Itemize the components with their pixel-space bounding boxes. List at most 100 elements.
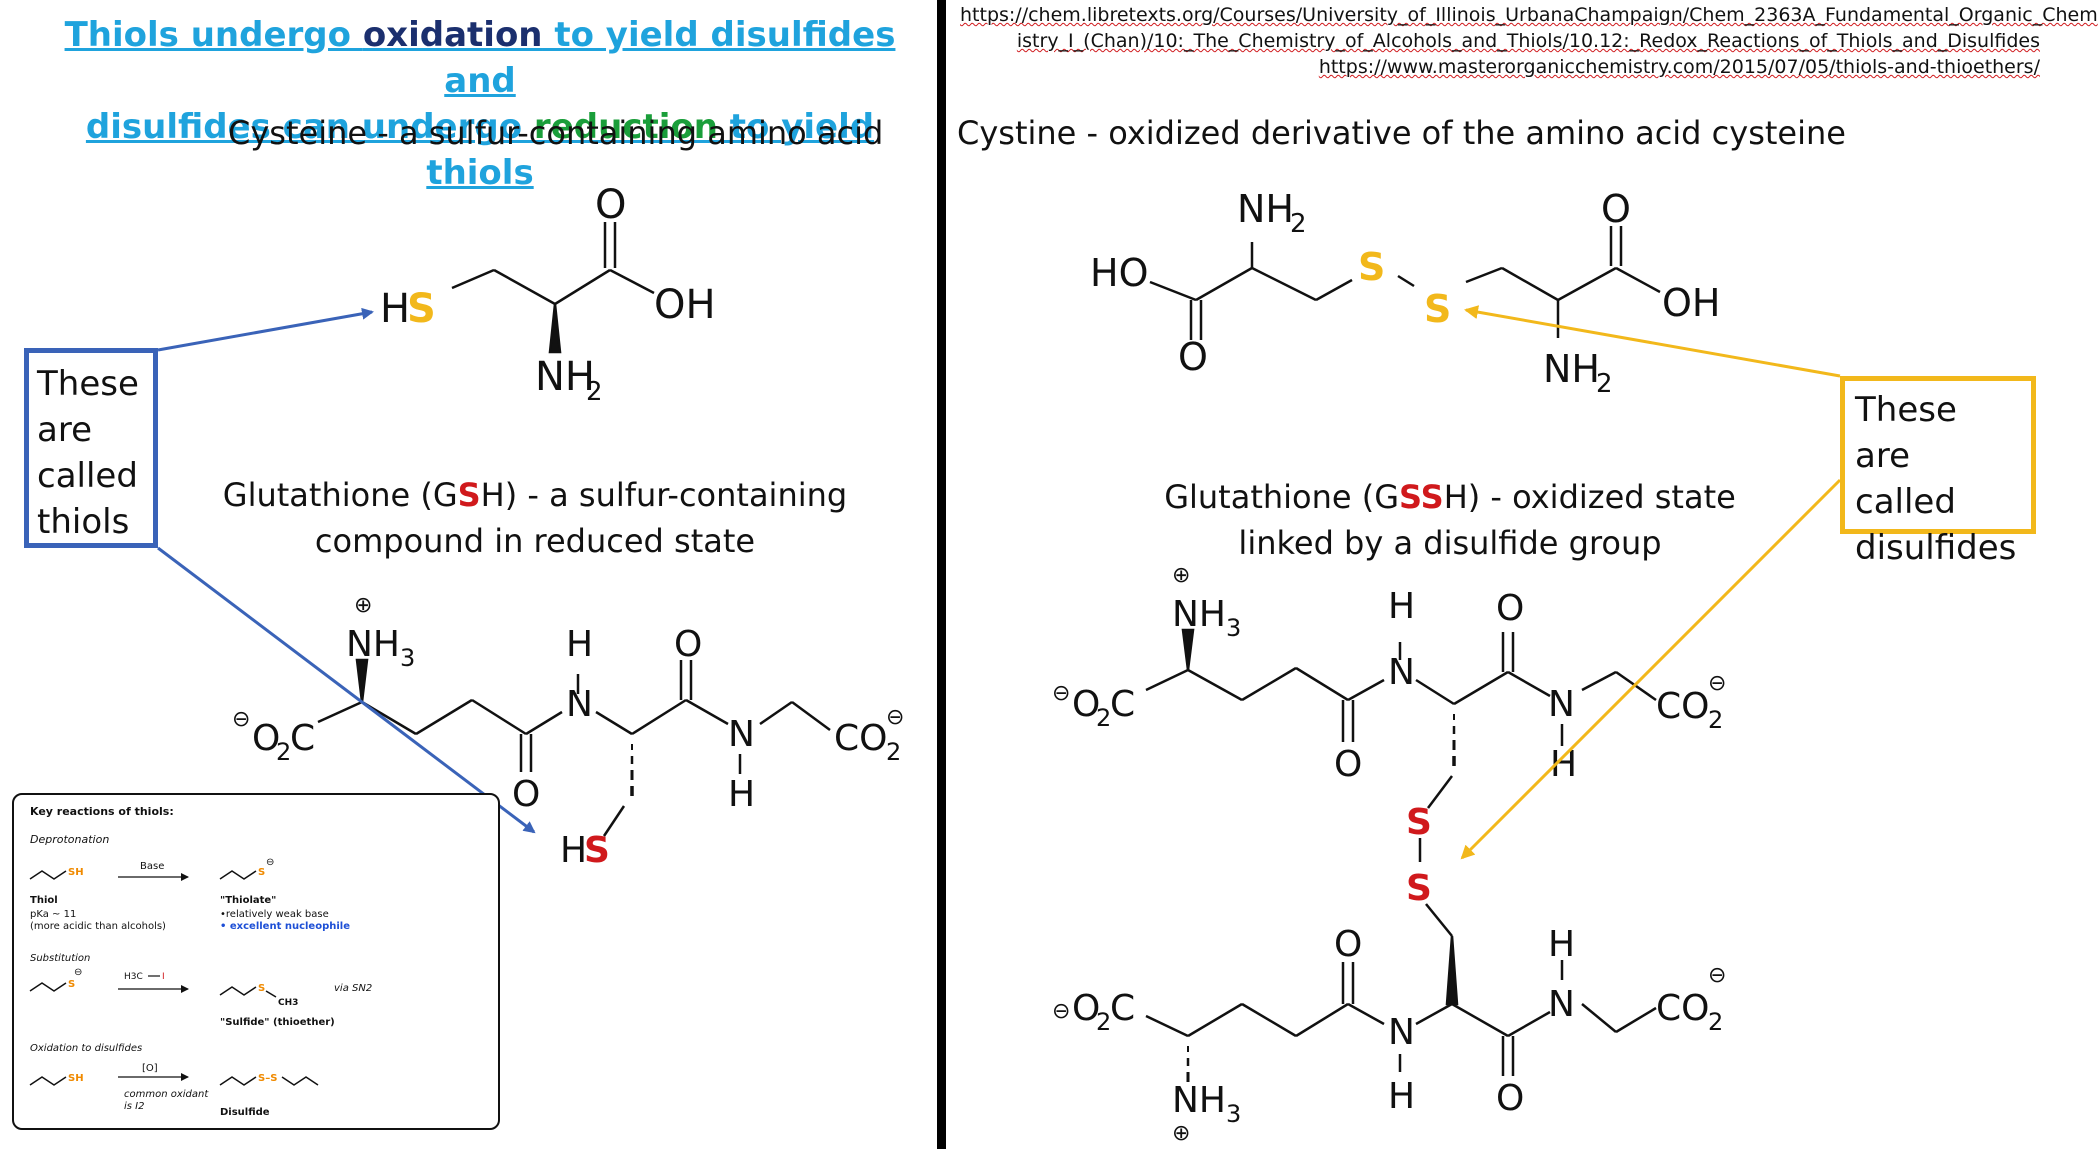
svg-text:S: S [1358,245,1385,289]
glutathione-reduced-structure [317,658,831,837]
svg-text:2: 2 [1096,1008,1111,1036]
panel-divider [937,0,946,1149]
svg-text:N: N [1388,652,1415,693]
svg-text:NH: NH [1237,187,1294,231]
svg-text:⊕: ⊕ [1172,563,1190,588]
svg-text:N: N [728,714,755,755]
svg-text:S–S: S–S [258,1073,277,1084]
svg-text:OH: OH [654,282,716,328]
svg-text:common oxidant: common oxidant [124,1089,209,1100]
svg-text:CO: CO [1656,686,1709,727]
svg-text:via SN2: via SN2 [334,983,372,994]
svg-text:O: O [1496,1078,1524,1119]
svg-text:Key reactions of thiols:: Key reactions of thiols: [30,805,174,818]
svg-text:CO: CO [834,718,887,759]
svg-text:N: N [566,684,593,725]
cysteine-heading: Cysteine - a sulfur-containing amino aci… [228,114,884,152]
svg-text:2: 2 [1290,209,1307,239]
svg-text:pKa ~ 11: pKa ~ 11 [30,909,76,920]
svg-text:H: H [1388,1076,1415,1117]
svg-text:O: O [1178,335,1208,379]
glutathione-reduced-labels: ⊕ NH 3 ⊖ O 2 C O H N O N H CO 2 ⊖ H S [232,593,904,871]
svg-text:H3C: H3C [124,972,143,982]
svg-text:CH3: CH3 [278,998,298,1008]
svg-text:S: S [584,830,610,871]
svg-text:O: O [1496,588,1524,629]
svg-text:SH: SH [68,867,84,878]
svg-text:3: 3 [400,644,415,672]
thiols-label-box: These are called thiols [24,348,158,548]
svg-text:HO: HO [1090,251,1148,295]
svg-text:2: 2 [586,377,603,407]
svg-text:Deprotonation: Deprotonation [30,833,109,846]
reference-link-3[interactable]: https://www.masterorganicchemistry.com/2… [1318,56,2040,78]
cysteine-structure [451,222,655,354]
svg-text:N: N [1388,1012,1415,1053]
svg-text:(more acidic than alcohols): (more acidic than alcohols) [30,921,166,932]
svg-text:O: O [252,718,280,759]
glutathione-oxidized-structure [1145,628,1657,1082]
svg-text:H: H [566,624,593,665]
svg-text:2: 2 [1708,706,1723,734]
reference-links: https://chem.libretexts.org/Courses/Univ… [960,2,2098,80]
svg-text:NH: NH [346,624,400,665]
svg-text:NH: NH [1172,594,1226,635]
svg-text:Substitution: Substitution [30,953,90,964]
svg-text:S: S [258,867,265,878]
svg-text:⊕: ⊕ [354,593,372,618]
svg-text:⊖: ⊖ [74,967,82,978]
cystine-structure [1149,226,1661,340]
svg-text:C: C [290,718,315,759]
svg-text:"Thiolate": "Thiolate" [220,895,276,906]
svg-text:2: 2 [276,738,291,766]
svg-text:is I2: is I2 [124,1101,144,1112]
svg-text:NH: NH [1543,347,1600,391]
svg-text:Thiol: Thiol [30,895,58,906]
svg-text:Disulfide: Disulfide [220,1107,270,1118]
svg-text:⊖: ⊖ [1052,999,1070,1024]
key-reactions-inset: Key reactions of thiols: Deprotonation S… [12,793,500,1130]
svg-text:H: H [560,830,587,871]
svg-text:C: C [1110,988,1135,1029]
svg-text:SH: SH [68,1073,84,1084]
glutathione-oxidized-labels: ⊕ NH 3 ⊖ O 2 C O H N O N H CO 2 ⊖ S S ⊖ … [1052,563,1726,1146]
cysteine-labels: H S O OH NH 2 [380,182,716,407]
svg-text:⊖: ⊖ [266,857,274,868]
svg-text:O: O [1072,988,1100,1029]
cystine-heading: Cystine - oxidized derivative of the ami… [957,114,1846,152]
svg-text:O: O [595,182,626,228]
svg-text:•relatively weak base: •relatively weak base [220,909,329,920]
svg-text:⊖: ⊖ [1708,963,1726,988]
page-title: Thiols undergo oxidation to yield disulf… [64,15,896,193]
svg-text:N: N [1548,984,1575,1025]
svg-text:S: S [68,979,75,990]
svg-text:O: O [1334,924,1362,965]
disulfide-arrows [1460,305,1842,860]
svg-text:3: 3 [1226,1100,1241,1128]
glutathione-reduced-caption: Glutathione (GSH) - a sulfur-containing … [222,476,848,560]
svg-text:C: C [1110,684,1135,725]
disulfides-label-box: These are called disulfides [1840,376,2036,568]
reference-link-1[interactable]: https://chem.libretexts.org/Courses/Univ… [960,4,2098,26]
svg-text:S: S [407,286,436,332]
svg-text:O: O [1601,187,1631,231]
cystine-labels: HO O NH 2 S S O OH NH 2 [1090,187,1720,399]
svg-text:⊕: ⊕ [1172,1121,1190,1146]
molecule-structures: H S O OH NH 2 HO O NH 2 S S O OH NH 2 [157,182,1842,1146]
svg-text:S: S [1406,802,1432,843]
reference-link-2[interactable]: istry_I_(Chan)/10:_The_Chemistry_of_Alco… [1016,30,2040,52]
svg-text:Oxidation to disulfides: Oxidation to disulfides [30,1043,142,1054]
thiol-arrows [157,307,536,834]
svg-text:S: S [1424,287,1451,331]
svg-text:I: I [162,972,165,982]
glutathione-oxidized-caption: Glutathione (GSSH) - oxidized state link… [1164,478,1736,562]
svg-text:H: H [728,774,755,815]
svg-text:CO: CO [1656,988,1709,1029]
svg-text:OH: OH [1662,281,1720,325]
svg-text:[O]: [O] [142,1063,158,1074]
svg-text:O: O [1334,744,1362,785]
svg-text:2: 2 [886,738,901,766]
svg-text:S: S [1406,868,1432,909]
svg-text:O: O [674,624,702,665]
svg-text:NH: NH [535,354,595,400]
